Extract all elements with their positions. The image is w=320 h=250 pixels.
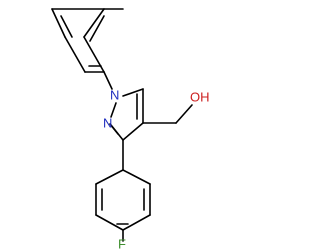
bond-fp-6 — [95, 169, 124, 185]
tolyl-ring — [51, 8, 124, 73]
fluorophenyl-ring — [95, 139, 151, 242]
bond-tol-inner-1 — [89, 15, 105, 42]
fluorine-label: F — [118, 236, 126, 250]
hydroxyl-label: OH — [190, 89, 210, 104]
bond-fp-3 — [122, 214, 151, 231]
bond-tol-4 — [51, 8, 66, 38]
bond-ch2-o — [175, 104, 193, 124]
bond-n1-c5 — [122, 88, 144, 97]
bond-tol-2 — [83, 8, 105, 38]
bond-tol-inner-2 — [60, 15, 73, 38]
nitrogen-1-label: N — [110, 87, 119, 102]
bond-n1-tolyl — [103, 71, 113, 90]
molecule-diagram: N N OH F — [51, 8, 210, 250]
bond-c3-n2-double — [109, 123, 119, 135]
structure-svg: N N OH F — [51, 8, 210, 250]
bond-fp-4 — [95, 214, 124, 231]
pyrazole-ring — [103, 71, 144, 141]
bond-tol-5 — [64, 36, 86, 73]
nitrogen-2-label: N — [103, 115, 112, 130]
bond-n2-n1 — [110, 102, 117, 118]
bond-fp-1 — [122, 169, 151, 185]
hydroxymethyl-group — [142, 104, 193, 124]
bond-c4-c3 — [122, 122, 144, 141]
